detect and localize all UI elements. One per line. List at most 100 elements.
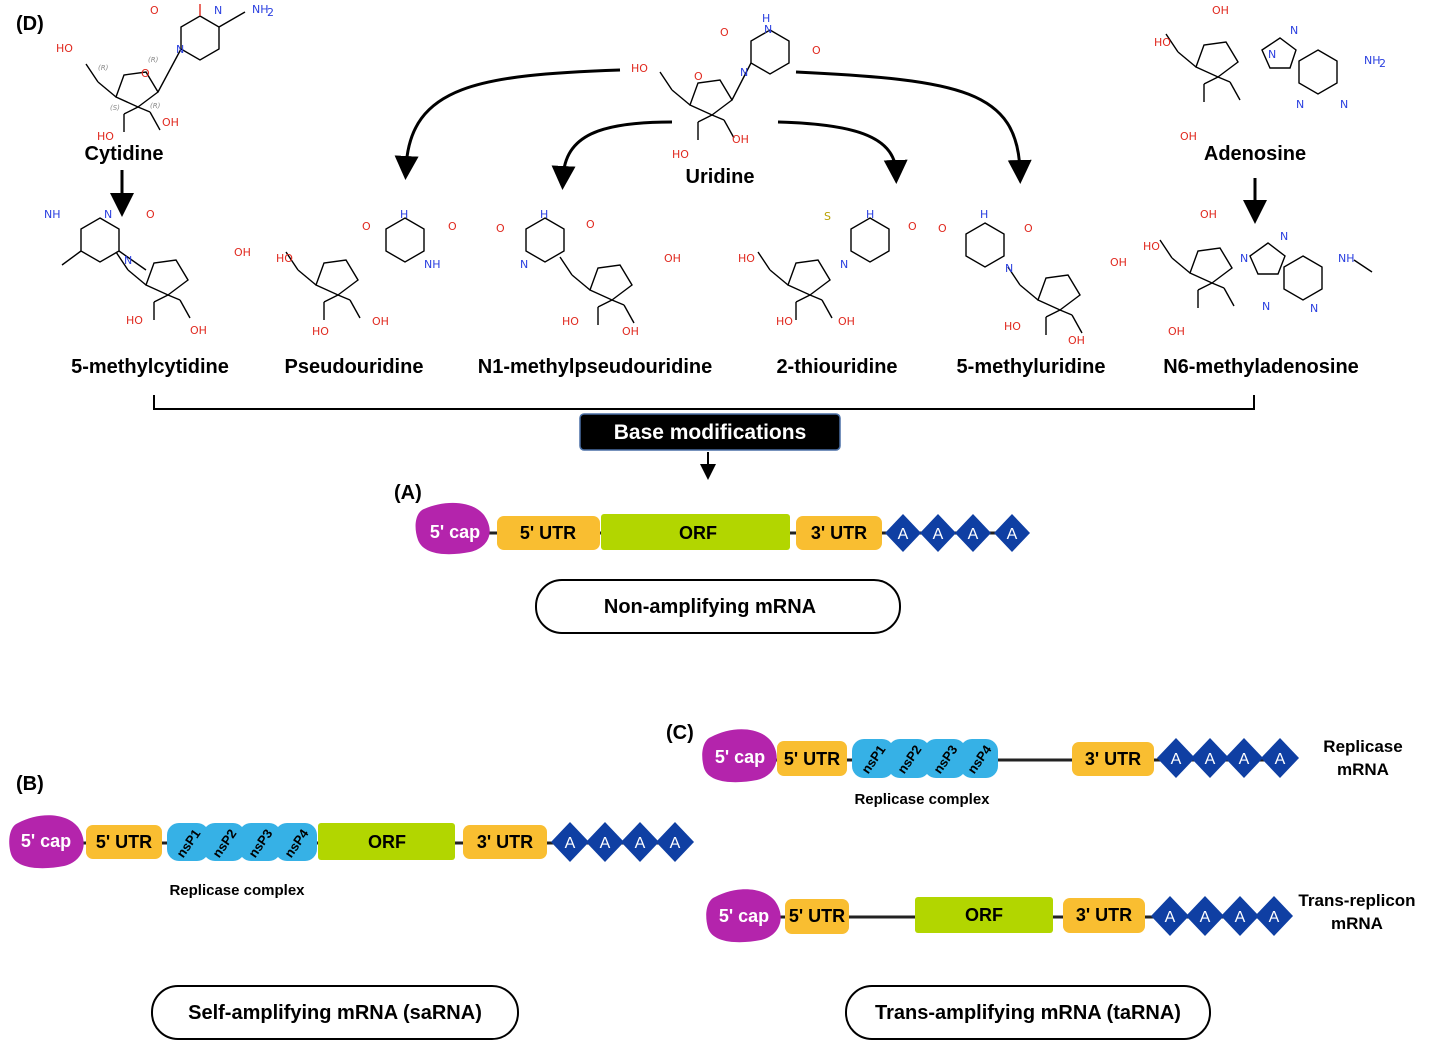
s2u-structure: S H O N HO HO OH [738,208,917,328]
atom-nh2: NH [1364,54,1381,67]
trans-replicon-construct: 5' cap 5' UTR ORF 3' UTR A A A A [706,889,1293,943]
atom-o: O [812,44,821,57]
polya-a: A [933,526,944,543]
atom-n: N [1280,230,1288,243]
arrow-uridine-to-m1psi [551,120,673,190]
atom-o: O [150,4,159,17]
polya-a: A [1235,909,1246,926]
adenosine-structure: OH HO OH N N N N NH 2 [1154,4,1386,143]
panel-label-b: (B) [16,773,44,795]
m1psi-structure: H O O N OH HO OH [496,208,681,338]
stereo-r: (R) [148,56,159,64]
atom-h: H [980,208,988,221]
atom-ho: HO [276,252,293,265]
utr5-box [86,825,162,859]
replicase-complex-label: Replicase complex [169,882,305,899]
polya-tail: A A A A [1151,896,1293,936]
cap-shape [706,889,781,943]
atom-ho: HO [738,252,755,265]
m6a-structure: OH HO OH N N N N NH [1143,208,1373,338]
utr3-box [1063,898,1145,933]
orf-box [318,823,455,860]
replicase-nsp-group: nsP1 nsP2 nsP3 nsP4 [167,823,317,861]
cap-shape [415,502,490,555]
atom-o: O [448,220,457,233]
replicase-mrna-label-1: Replicase [1323,737,1402,756]
atom-o: O [362,220,371,233]
cap-label: 5' cap [715,747,765,767]
atom-sub-2: 2 [267,6,274,19]
polya-a: A [898,526,909,543]
polya-a: A [670,835,681,852]
atom-n: N [1262,300,1270,313]
arrow-uridine-to-m5u [795,70,1032,184]
atom-n: N [1340,98,1348,111]
label-5-methylcytidine: 5-methylcytidine [71,356,229,378]
atom-n: N [176,43,184,56]
atom-s: S [824,210,831,223]
cap-label: 5' cap [430,522,480,542]
atom-oh: OH [732,133,749,146]
polya-a: A [600,835,611,852]
utr3-label: 3' UTR [477,832,533,852]
orf-box [915,897,1053,933]
atom-ho: HO [1154,36,1171,49]
atom-oh: OH [190,324,207,337]
atom-ho: HO [312,325,329,338]
polya-a: A [968,526,979,543]
atom-ho: HO [1004,320,1021,333]
atom-oh: OH [1212,4,1229,17]
label-cytidine: Cytidine [85,143,164,165]
trans-replicon-label-2: mRNA [1331,914,1383,933]
atom-h: H [540,208,548,221]
tarna-label: Trans-amplifying mRNA (taRNA) [875,1002,1181,1024]
atom-oh: OH [838,315,855,328]
atom-oh: OH [1200,208,1217,221]
stereo-r: (R) [150,102,161,110]
arrow-uridine-to-s2u [777,120,908,184]
atom-oh: OH [234,246,251,259]
sarna-label: Self-amplifying mRNA (saRNA) [188,1002,482,1024]
atom-nh: NH [1338,252,1355,265]
atom-ho: HO [1143,240,1160,253]
polya-a: A [1275,751,1286,768]
utr3-label: 3' UTR [811,523,867,543]
orf-label: ORF [368,832,406,852]
label-2-thiouridine: 2-thiouridine [776,356,897,378]
base-modifications-box [579,413,841,451]
non-amplifying-pill [535,579,901,634]
panel-label-a: (A) [394,482,422,504]
atom-oh: OH [622,325,639,338]
stereo-r: (R) [98,64,109,72]
non-amplifying-label: Non-amplifying mRNA [604,596,816,618]
polya-a: A [1269,909,1280,926]
atom-n: N [1005,262,1013,275]
utr5-box [785,899,849,934]
utr3-box [1072,742,1154,776]
utr5-label: 5' UTR [784,749,840,769]
cytidine-structure: O N N NH 2 HO HO OH O (R) (R) (S) (R) [56,3,274,143]
uridine-structure: H N O O N O HO HO OH [631,12,821,161]
label-uridine: Uridine [686,166,755,188]
polya-tail: A A A A [551,822,694,862]
polya-a: A [1205,751,1216,768]
orf-label: ORF [965,905,1003,925]
atom-n: N [1290,24,1298,37]
atom-nh2: NH [44,208,61,221]
atom-n: N [214,4,222,17]
arrow-uridine-to-psi [394,68,621,180]
trans-replicon-label-1: Trans-replicon [1298,891,1415,910]
atom-o: O [146,208,155,221]
orf-box [601,514,790,550]
atom-h: H [866,208,874,221]
orf-label: ORF [679,523,717,543]
m5c-structure: NH N O N OH HO OH [44,208,251,337]
polya-a: A [1200,909,1211,926]
atom-oh: OH [1180,130,1197,143]
atom-ho: HO [672,148,689,161]
polya-a: A [1171,751,1182,768]
utr3-label: 3' UTR [1085,749,1141,769]
polya-tail: A A A A [1157,738,1299,778]
panel-label-d: (D) [16,13,44,35]
